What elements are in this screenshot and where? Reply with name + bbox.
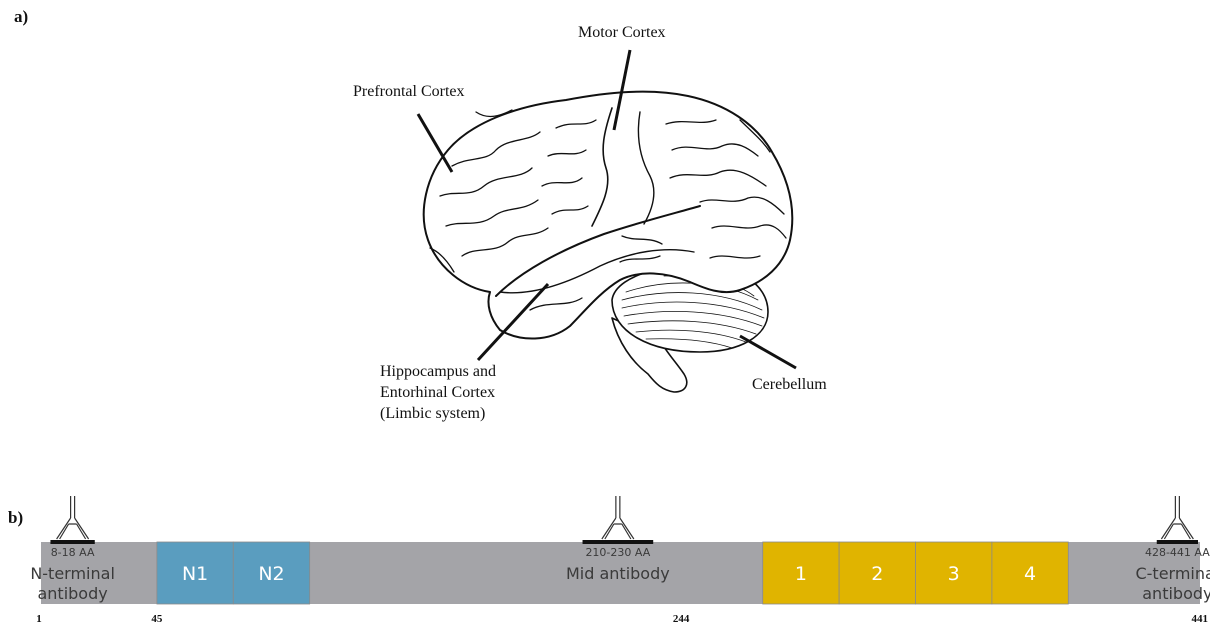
panel-b-label: b) [8,508,23,527]
label-hippocampus-line1: Hippocampus and [380,363,496,380]
label-motor-cortex: Motor Cortex [578,24,666,41]
antibody-name-label: N-terminal [30,564,115,583]
sequence-tick-label: 1 [36,613,42,623]
label-cerebellum: Cerebellum [752,376,827,393]
label-hippocampus-line2: Entorhinal Cortex [380,384,495,401]
antibody-range-label: 428-441 AA [1145,546,1210,559]
antibody-range-label: 8-18 AA [51,546,95,559]
pointer-prefrontal-cortex [418,114,452,172]
domain-label: 4 [1024,563,1036,585]
sequence-tick-label: 441 [1192,613,1209,623]
domain-label: N1 [182,563,208,585]
sequence-tick-label: 45 [151,613,163,623]
brain-illustration [424,92,793,392]
antibody-name-label: antibody [1142,584,1210,603]
pointer-cerebellum [740,336,796,368]
domain-label: N2 [258,563,284,585]
domain-label: 3 [948,563,960,585]
antibody-icon [1161,496,1193,539]
antibody-icon [602,496,634,539]
antibody-name-label: antibody [37,584,107,603]
sequence-tick-label: 244 [673,613,690,623]
label-prefrontal-cortex: Prefrontal Cortex [353,83,465,100]
antibody-name-label: C-terminal [1135,564,1210,583]
domain-label: 1 [795,563,807,585]
antibody-icon [57,496,89,539]
antibody-name-label: Mid antibody [566,564,670,583]
panel-a-label: a) [14,7,28,26]
antibody-range-label: 210-230 AA [585,546,650,559]
label-hippocampus-line3: (Limbic system) [380,405,485,422]
domain-label: 2 [871,563,883,585]
